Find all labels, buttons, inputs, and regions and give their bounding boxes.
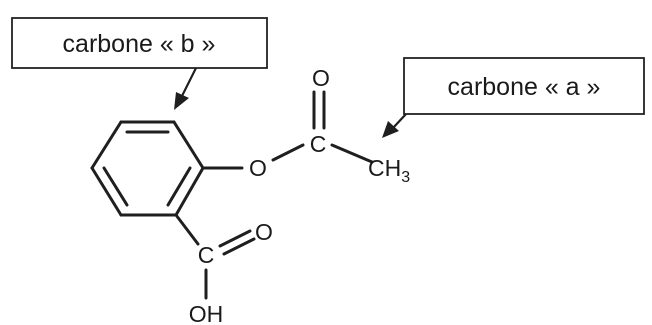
label-carbon-a-text: carbone « a » (448, 73, 601, 101)
ester-group: O C O CH3 (201, 65, 410, 186)
methyl-carbon-text: CH (368, 155, 401, 181)
label-carbon-b-text: carbone « b » (63, 30, 216, 58)
methyl-subscript: 3 (401, 169, 410, 186)
carboxyl-oxygen-atom: O (255, 219, 273, 245)
label-carbon-b: carbone « b » (11, 17, 268, 69)
carboxylic-acid-group: C O OH (174, 213, 273, 325)
benzene-ring (90, 120, 205, 217)
arrow-to-carbon-a (382, 113, 407, 138)
label-carbon-a: carbone « a » (403, 57, 645, 115)
methyl-group: CH3 (368, 155, 410, 186)
carboxyl-carbon-atom: C (198, 242, 215, 268)
acetyl-carbon-atom: C (310, 131, 327, 157)
ester-oxygen-atom: O (249, 155, 267, 181)
carbonyl-oxygen-atom: O (312, 65, 330, 91)
hydroxyl-group: OH (189, 301, 224, 325)
arrow-to-carbon-b (174, 67, 197, 110)
